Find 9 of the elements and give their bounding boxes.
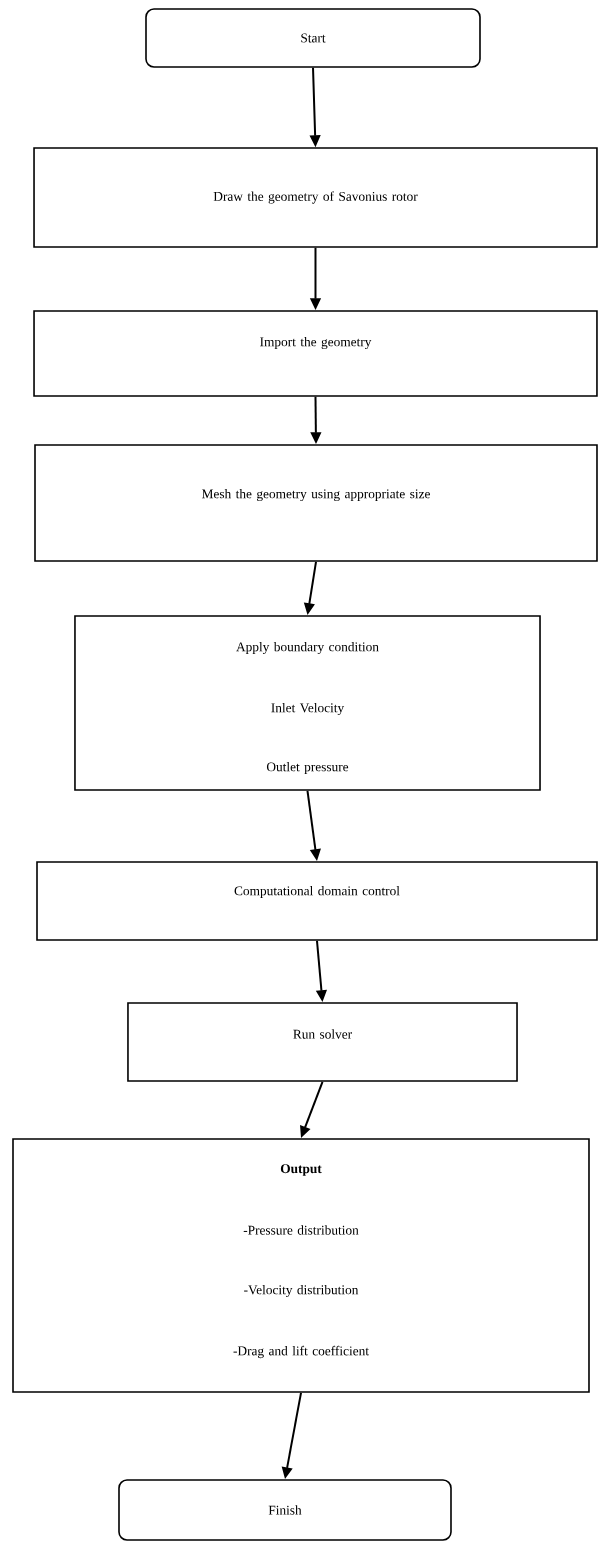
process-box: Draw the geometry of Savonius rotor xyxy=(33,147,598,248)
terminal-box: Finish xyxy=(118,1479,452,1541)
process-box: Apply boundary condition Inlet Velocity Outlet pressure xyxy=(74,615,541,791)
process-box: Import the geometry xyxy=(33,310,598,397)
terminal-box: Start xyxy=(145,8,481,68)
process-box: Computational domain control xyxy=(36,861,598,941)
process-box: Output -Pressure distribution -Velocity distribution -Drag and lift coefficient xyxy=(12,1138,590,1393)
process-box: Mesh the geometry using appropriate size xyxy=(34,444,598,562)
process-box: Run solver xyxy=(127,1002,518,1082)
